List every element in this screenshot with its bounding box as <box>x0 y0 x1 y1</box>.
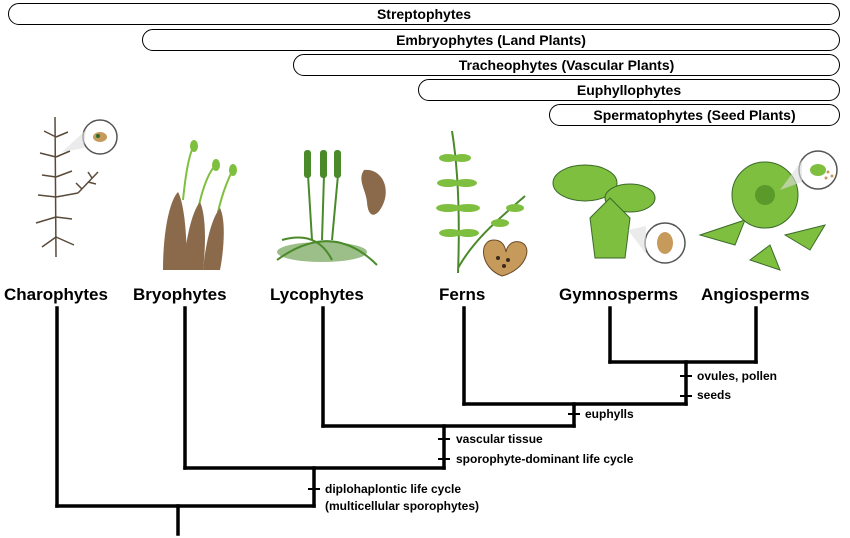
clade-label: Streptophytes <box>376 6 472 22</box>
character-label-sporophyte-dominant: sporophyte-dominant life cycle <box>456 452 634 466</box>
clade-label: Tracheophytes (Vascular Plants) <box>458 57 675 73</box>
clade-bar-embryophytes: Embryophytes (Land Plants) <box>142 29 840 51</box>
gymnosperm-icon <box>552 164 686 264</box>
character-label-vascular-tissue: vascular tissue <box>456 432 543 446</box>
clade-bar-spermatophytes: Spermatophytes (Seed Plants) <box>549 104 840 126</box>
clade-label: Spermatophytes (Seed Plants) <box>593 107 796 123</box>
taxon-label-bryophytes: Bryophytes <box>133 285 227 304</box>
taxon-label-lycophytes: Lycophytes <box>270 285 364 304</box>
angiosperm-icon <box>698 150 838 271</box>
taxon-label-ferns: Ferns <box>439 285 486 304</box>
character-label-euphylls: euphylls <box>585 407 634 421</box>
clade-label: Euphyllophytes <box>576 82 682 98</box>
clade-bar-streptophytes: Streptophytes <box>8 3 840 25</box>
character-label-diplohaplontic: diplohaplontic life cycle <box>325 482 462 496</box>
character-label-ovules-pollen: ovules, pollen <box>697 369 778 383</box>
taxon-label-gymnosperms: Gymnosperms <box>559 285 679 304</box>
clade-bar-euphyllophytes: Euphyllophytes <box>418 79 840 101</box>
lycophyte-icon <box>276 150 386 266</box>
taxon-label-charophytes: Charophytes <box>4 285 108 304</box>
clade-bar-tracheophytes: Tracheophytes (Vascular Plants) <box>293 54 840 76</box>
charophyte-icon <box>35 116 118 258</box>
taxon-label-angiosperms: Angiosperms <box>701 285 810 304</box>
fern-icon <box>436 130 528 277</box>
clade-label: Embryophytes (Land Plants) <box>396 32 586 48</box>
character-label-seeds: seeds <box>697 388 732 402</box>
bryophyte-icon <box>163 140 237 270</box>
character-label-multicellular-sporophytes: (multicellular sporophytes) <box>325 499 480 513</box>
